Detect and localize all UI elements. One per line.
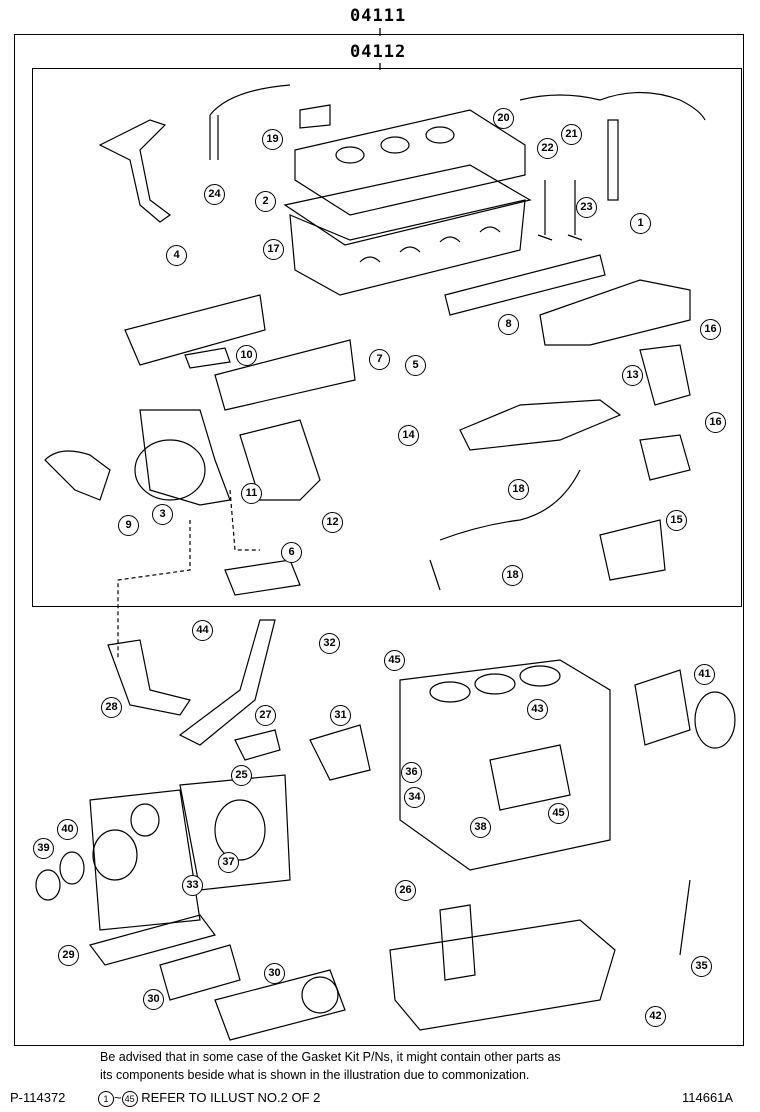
callout-45b: 45 [548, 803, 569, 824]
range-start-callout: 1 [98, 1090, 114, 1107]
callout-4: 4 [166, 245, 187, 266]
callout-21: 21 [561, 124, 582, 145]
range-tilde: ~ [114, 1090, 122, 1105]
callout-9: 9 [118, 515, 139, 536]
callout-35: 35 [691, 956, 712, 977]
callout-44: 44 [192, 620, 213, 641]
callout-22: 22 [537, 138, 558, 159]
callout-16a: 16 [700, 319, 721, 340]
callout-20: 20 [493, 108, 514, 129]
callout-11: 11 [241, 483, 262, 504]
callout-37: 37 [218, 852, 239, 873]
commonization-note-line-2: its components beside what is shown in t… [100, 1068, 530, 1082]
callout-26: 26 [395, 880, 416, 901]
kit-number-inner: 04112 [350, 42, 407, 62]
callout-2: 2 [255, 191, 276, 212]
reference-code: P-114372 [10, 1090, 66, 1105]
callout-16b: 16 [705, 412, 726, 433]
callout-40: 40 [57, 819, 78, 840]
commonization-note-line-1: Be advised that in some case of the Gask… [100, 1050, 561, 1064]
illustration-number: 114661A [682, 1090, 734, 1105]
callout-1: 1 [630, 213, 651, 234]
callout-5: 5 [405, 355, 426, 376]
callout-24: 24 [204, 184, 225, 205]
callout-34: 34 [404, 787, 425, 808]
callout-17: 17 [263, 239, 284, 260]
callout-8: 8 [498, 314, 519, 335]
refer-text: REFER TO ILLUST NO.2 OF 2 [141, 1090, 321, 1105]
callout-33: 33 [182, 875, 203, 896]
callout-3: 3 [152, 504, 173, 525]
callout-39: 39 [33, 838, 54, 859]
callout-23: 23 [576, 197, 597, 218]
callout-25: 25 [231, 765, 252, 786]
callout-27: 27 [255, 705, 276, 726]
callout-18a: 18 [508, 479, 529, 500]
callout-15: 15 [666, 510, 687, 531]
callout-14: 14 [398, 425, 419, 446]
callout-43: 43 [527, 699, 548, 720]
callout-6: 6 [281, 542, 302, 563]
callout-45a: 45 [384, 650, 405, 671]
range-end-callout: 45 [121, 1090, 138, 1107]
callout-13: 13 [622, 365, 643, 386]
callout-29: 29 [58, 945, 79, 966]
callout-12: 12 [322, 512, 343, 533]
callout-41: 41 [694, 664, 715, 685]
callout-32: 32 [319, 633, 340, 654]
inner-kit-frame [32, 68, 742, 607]
kit-number-outer: 04111 [350, 6, 407, 26]
callout-19: 19 [262, 129, 283, 150]
callout-30a: 30 [264, 963, 285, 984]
callout-10: 10 [236, 345, 257, 366]
callout-42: 42 [645, 1006, 666, 1027]
callout-30b: 30 [143, 989, 164, 1010]
callout-28: 28 [101, 697, 122, 718]
callout-18b: 18 [502, 565, 523, 586]
outer-kit-frame [14, 34, 744, 1046]
callout-38: 38 [470, 817, 491, 838]
callout-36: 36 [401, 762, 422, 783]
callout-7: 7 [369, 349, 390, 370]
callout-31: 31 [330, 705, 351, 726]
refer-illustration-note: 1~45 REFER TO ILLUST NO.2 OF 2 [98, 1090, 320, 1107]
